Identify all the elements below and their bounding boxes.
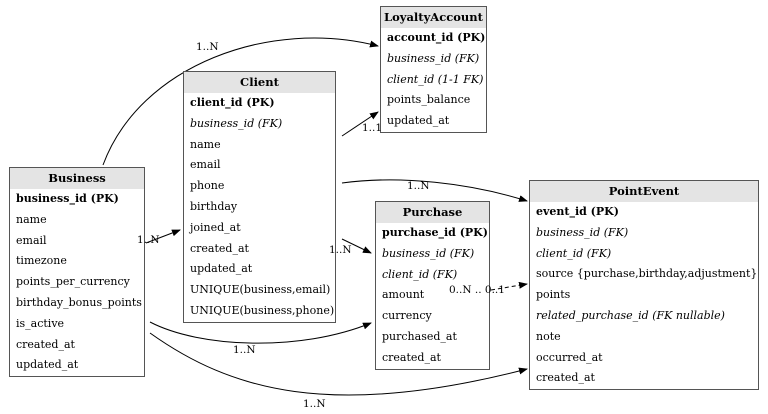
edge-business-client [145, 229, 181, 244]
field: created_at [536, 371, 595, 385]
foreign-key-field: client_id (FK) [382, 267, 458, 281]
field: note [536, 329, 561, 343]
field: UNIQUE(business,email) [190, 283, 331, 297]
field: joined_at [190, 220, 241, 234]
field: name [190, 137, 221, 151]
field: birthday_bonus_points [16, 295, 142, 309]
field: source {purchase,birthday,adjustment} [536, 267, 758, 281]
entity-title: Business [10, 168, 144, 189]
field: timezone [16, 254, 67, 268]
primary-key-field: client_id (PK) [190, 96, 275, 109]
entity-pointevent: PointEvent event_id (PK) business_id (FK)… [529, 180, 759, 391]
field: created_at [190, 241, 249, 255]
field: occurred_at [536, 350, 603, 364]
field: created_at [382, 350, 441, 364]
field: updated_at [387, 114, 450, 128]
edge-label-client-pointevent: 1..N [407, 180, 430, 192]
foreign-key-field: business_id (FK) [536, 225, 629, 239]
primary-key-field: purchase_id (PK) [382, 226, 488, 239]
field: points_per_currency [16, 275, 130, 289]
foreign-key-field: business_id (FK) [382, 246, 475, 260]
edge-label-business-client: 1..N [137, 234, 160, 246]
field: birthday [190, 199, 238, 213]
foreign-key-field: client_id (FK) [536, 246, 612, 260]
entity-client: Client client_id (PK) business_id (FK) nam… [183, 71, 336, 323]
entity-purchase: Purchase purchase_id (PK) business_id (FK… [375, 201, 490, 370]
edge-label-business-loyalty: 1..N [196, 41, 219, 53]
primary-key-field: account_id (PK) [387, 31, 486, 44]
entity-loyaltyaccount: LoyaltyAccount account_id (PK) business_i… [380, 6, 487, 133]
field: points_balance [387, 93, 471, 107]
entity-title: PointEvent [530, 181, 758, 202]
entity-business: Business business_id (PK) name email timezo… [9, 167, 145, 378]
foreign-key-field: business_id (FK) [387, 51, 480, 65]
edge-label-business-purchase: 1..N [233, 344, 256, 356]
primary-key-field: event_id (PK) [536, 205, 619, 218]
edge-label-client-purchase: 1..N [329, 244, 352, 256]
field: name [16, 212, 47, 226]
field: phone [190, 179, 225, 193]
entity-title: Client [184, 72, 335, 93]
edge-client-loyaltyaccount [341, 111, 379, 137]
edge-business-loyaltyaccount [102, 37, 379, 166]
field: is_active [16, 316, 65, 330]
field: UNIQUE(business,phone) [190, 303, 335, 317]
field: email [190, 158, 221, 172]
field: amount [382, 288, 425, 302]
field: points [536, 288, 571, 302]
edge-label-client-loyalty: 1..1 [362, 122, 383, 134]
field: updated_at [16, 358, 79, 372]
entity-title: Purchase [376, 202, 489, 223]
edge-client-pointevent [341, 179, 528, 202]
field: updated_at [190, 262, 253, 276]
foreign-key-field: client_id (1-1 FK) [387, 72, 484, 86]
foreign-key-field: related_purchase_id (FK nullable) [536, 308, 725, 322]
entity-title: LoyaltyAccount [381, 7, 486, 28]
edge-label-purchase-pointevent: 0..N .. 0..1 [449, 284, 505, 296]
edge-purchase-pointevent [490, 281, 528, 291]
field: email [16, 233, 47, 247]
edge-business-purchase [149, 321, 372, 344]
foreign-key-field: business_id (FK) [190, 116, 283, 130]
field: currency [382, 309, 432, 323]
field: purchased_at [382, 329, 457, 343]
edge-business-pointevent [149, 332, 528, 396]
edge-client-purchase [341, 238, 372, 254]
field: created_at [16, 337, 75, 351]
edge-label-business-pointevent: 1..N [303, 398, 326, 410]
primary-key-field: business_id (PK) [16, 192, 119, 205]
